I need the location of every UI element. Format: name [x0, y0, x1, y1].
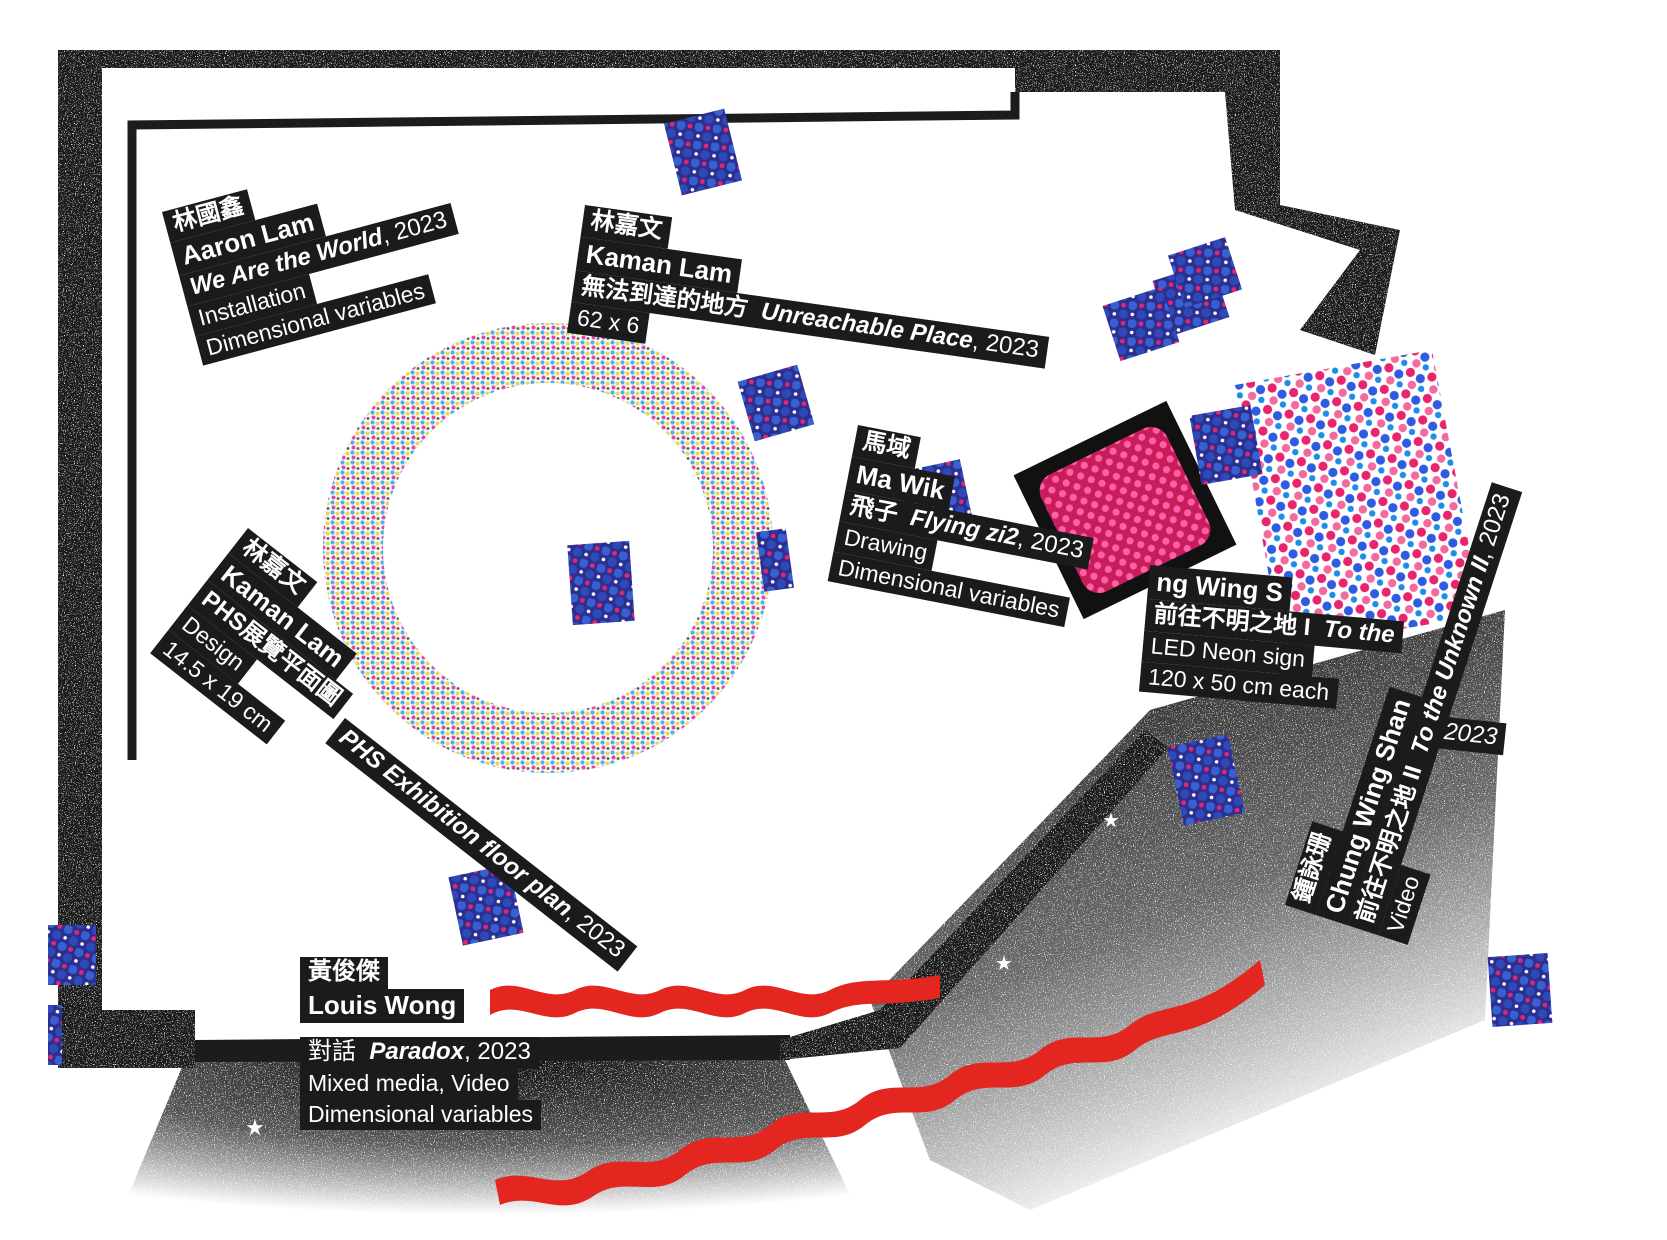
- star-icon: ★: [1102, 808, 1120, 832]
- artist-name-cn: 黃俊傑: [300, 957, 388, 989]
- red-wave-top: [490, 975, 940, 1018]
- artist-name: Louis Wong: [300, 988, 465, 1023]
- blue-dot-tile: [1487, 952, 1553, 1028]
- blue-dot-tile: [567, 540, 635, 626]
- diagonal-wall: [780, 730, 1168, 1060]
- work-year: , 2023: [464, 1037, 531, 1065]
- work-medium: Mixed media, Video: [300, 1068, 518, 1100]
- work-size: Dimensional variables: [300, 1099, 541, 1131]
- star-icon: ★: [245, 1116, 265, 1141]
- star-icon: ★: [995, 951, 1013, 975]
- blue-dot-tile: [1167, 237, 1243, 308]
- blue-dot-tile: [1102, 286, 1180, 362]
- blue-dot-tile: [48, 925, 96, 985]
- inner-wall: [127, 92, 1020, 760]
- blue-dot-tile: [48, 1005, 62, 1065]
- work-title: Paradox: [369, 1037, 465, 1065]
- work-title-line: 對話 Paradox, 2023: [300, 1036, 539, 1069]
- pink-dot-panel: [1235, 350, 1482, 650]
- outer-wall: [58, 50, 1400, 1068]
- red-wave-bottom: [495, 960, 1265, 1206]
- blue-dot-tile: [737, 364, 815, 442]
- blue-dot-tile: [1189, 405, 1263, 485]
- dotted-ring: [323, 323, 773, 773]
- work-title-cn: 對話: [308, 1037, 356, 1065]
- blue-dot-tile: [663, 108, 743, 196]
- blue-dot-tile: [448, 864, 524, 946]
- blue-dot-tile: [1167, 734, 1245, 826]
- label-louis-wong: 黃俊傑 Louis Wong 對話 Paradox, 2023 Mixed me…: [300, 957, 541, 1131]
- blue-dot-tile: [755, 528, 795, 592]
